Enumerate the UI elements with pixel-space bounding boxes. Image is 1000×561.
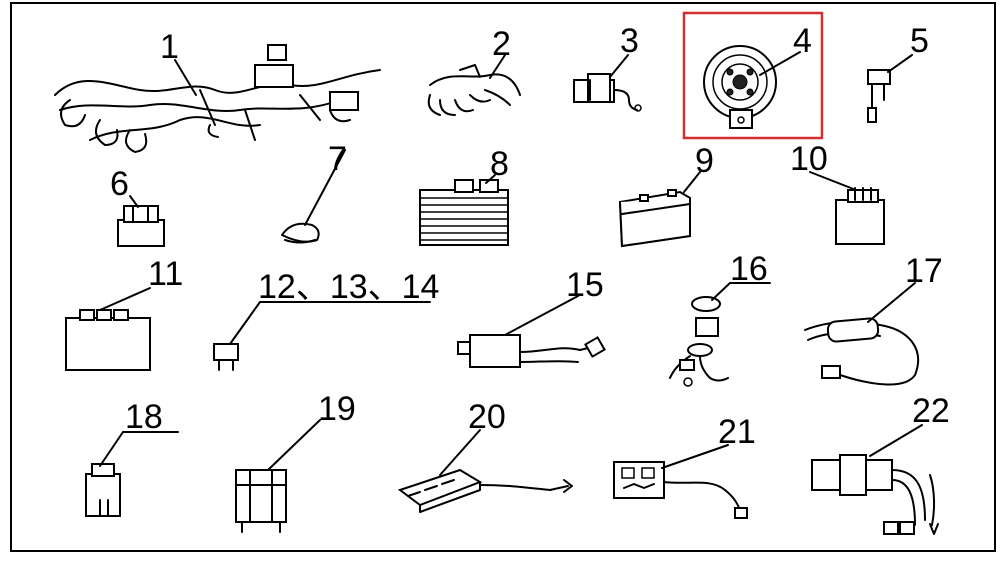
part-label-11: 11: [148, 255, 183, 293]
part-label-10: 10: [790, 140, 828, 178]
part-11-cdi-unit[interactable]: 11: [65, 255, 183, 371]
part-label-2: 2: [492, 25, 511, 63]
part-6-relay-block[interactable]: 6: [110, 165, 165, 247]
part-label-16: 16: [730, 250, 768, 288]
part-1-wiring-harness[interactable]: 1: [54, 28, 381, 153]
part-12-13-14-fuse[interactable]: 12、13、14: [213, 268, 439, 371]
part-label-19: 19: [318, 390, 356, 428]
part-3-relay[interactable]: 3: [573, 22, 642, 112]
part-17-ht-lead[interactable]: 17: [804, 252, 943, 386]
diagram-frame: [10, 2, 996, 552]
part-8-regulator[interactable]: 8: [419, 145, 509, 246]
part-22-relay-wires[interactable]: 22: [811, 392, 950, 535]
part-label-9: 9: [695, 142, 714, 180]
part-label-15: 15: [566, 266, 604, 304]
part-label-20: 20: [468, 398, 506, 436]
part-label-12-13-14: 12、13、14: [258, 268, 439, 306]
part-5-switch[interactable]: 5: [867, 22, 929, 123]
part-10-cdi-box[interactable]: 10: [790, 140, 885, 245]
part-label-1: 1: [160, 28, 179, 66]
part-16-ignition-switch[interactable]: 16: [669, 250, 771, 387]
part-21-flasher[interactable]: 21: [613, 413, 756, 519]
part-label-7: 7: [328, 140, 347, 178]
highlight-box: [682, 11, 824, 140]
part-20-module[interactable]: 20: [397, 398, 573, 513]
part-label-22: 22: [912, 392, 950, 430]
part-label-5: 5: [910, 22, 929, 60]
part-2-sub-harness[interactable]: 2: [427, 25, 521, 116]
part-label-17: 17: [905, 252, 943, 290]
part-9-battery[interactable]: 9: [618, 142, 714, 248]
part-label-8: 8: [490, 145, 509, 183]
part-19-starter-relay[interactable]: 19: [235, 390, 356, 533]
part-15-ignition-coil[interactable]: 15: [457, 266, 606, 368]
part-label-3: 3: [620, 22, 639, 60]
part-label-18: 18: [125, 398, 163, 436]
part-7-lead[interactable]: 7: [281, 140, 347, 244]
part-4-horn[interactable]: 4: [703, 22, 812, 129]
part-label-6: 6: [110, 165, 129, 203]
part-label-4: 4: [793, 22, 812, 60]
part-label-21: 21: [718, 413, 756, 451]
part-18-relay[interactable]: 18: [85, 398, 179, 517]
